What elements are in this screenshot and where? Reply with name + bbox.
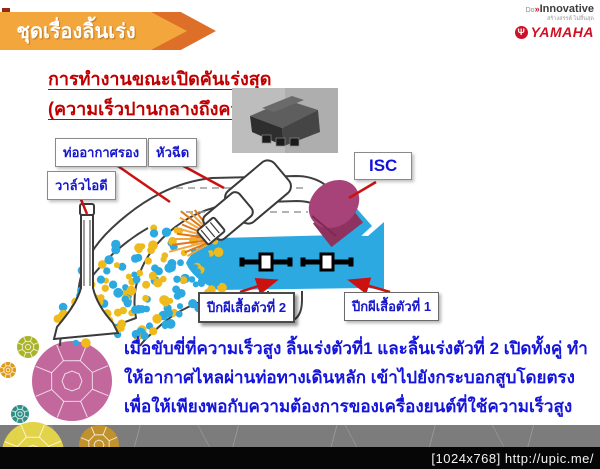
label-secondary-air-pipe: ท่ออากาศรอง	[55, 138, 148, 167]
banner-title: ชุดเรื่องลิ้นเร่ง	[16, 21, 136, 43]
air-fuel-mixture-dots	[53, 224, 227, 348]
footer-grey-band	[0, 425, 600, 448]
watermark-text: [1024x768] http://upic.me/	[431, 450, 594, 466]
chevron-icon: »	[534, 4, 540, 14]
description-line-2: ให้อากาศไหลผ่านท่อทางเดินหลัก เข้าไปยังก…	[124, 368, 575, 387]
title-line-1: การทำงานขณะเปิดคันเร่งสุด	[48, 69, 272, 89]
footer-black-band: [1024x768] http://upic.me/	[0, 447, 600, 469]
tuning-fork-icon: Ψ	[514, 26, 528, 40]
butterfly-valve-1	[300, 252, 354, 272]
description-paragraph: เมื่อขับขี่ที่ความเร็วสูง ลิ้นเร่งตัวที่…	[124, 334, 596, 421]
isc-valve	[308, 179, 363, 248]
pointer-lines	[78, 160, 391, 295]
page-title: การทำงานขณะเปิดคันเร่งสุด (ความเร็วปานกล…	[48, 64, 271, 124]
description-line-3: เพื่อให้เพียงพอกับความต้องการของเครื่องย…	[124, 397, 573, 416]
fuel-injector	[196, 159, 292, 246]
label-butterfly-2: ปีกผีเสื้อตัวที่ 2	[198, 292, 296, 323]
brand-innovative: Do»Innovative	[525, 3, 594, 15]
description-line-1: เมื่อขับขี่ที่ความเร็วสูง ลิ้นเร่งตัวที่…	[124, 339, 588, 358]
yamaha-logo: Ψ YAMAHA	[514, 24, 594, 41]
title-line-2: (ความเร็วปานกลางถึงความ	[48, 99, 263, 119]
brand-tagline: สร้างสรรค์ ไม่สิ้นสุด	[547, 15, 594, 22]
label-butterfly-1: ปีกผีเสื้อตัวที่ 1	[344, 292, 440, 321]
header-banner: ชุดเรื่องลิ้นเร่ง	[0, 12, 152, 50]
yamaha-wordmark: YAMAHA	[530, 24, 594, 41]
brand-block: Do»Innovative สร้างสรรค์ ไม่สิ้นสุด Ψ YA…	[514, 3, 594, 41]
label-isc: ISC	[354, 152, 413, 180]
label-injector: หัวฉีด	[148, 138, 198, 167]
air-duct	[186, 222, 384, 290]
intake-valve	[52, 203, 120, 341]
label-intake-valve: วาล์วไอดี	[47, 171, 116, 200]
ecu-photo	[232, 88, 338, 153]
isc-inflow	[320, 194, 372, 246]
butterfly-valve-2	[239, 252, 293, 272]
injector-spray	[168, 209, 218, 257]
